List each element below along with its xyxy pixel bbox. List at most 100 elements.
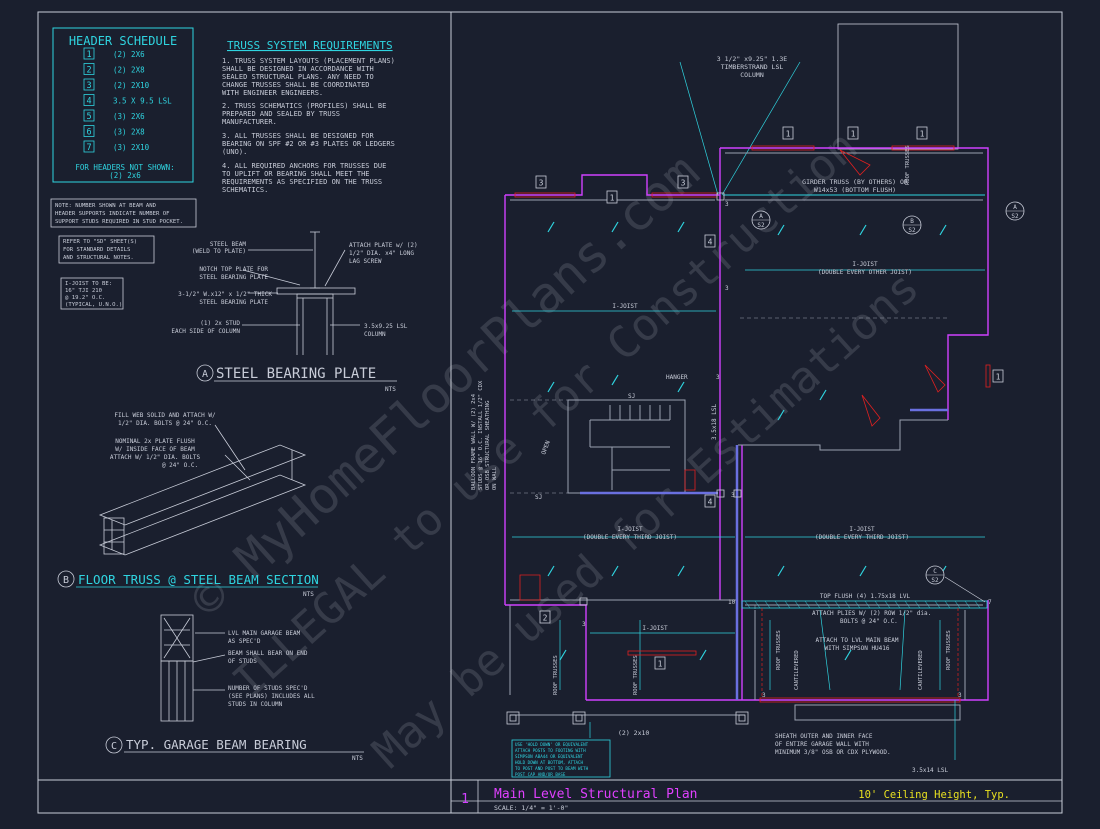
attach-lvl: WITH SIMPSON HU416 xyxy=(824,645,889,652)
sheath-note: OF ENTIRE GARAGE WALL WITH xyxy=(775,741,869,748)
refer-box: REFER TO "SD" SHEET(S) FOR STANDARD DETA… xyxy=(58,235,155,264)
svg-text:1: 1 xyxy=(920,130,925,139)
sheet-border xyxy=(37,11,1063,814)
attach-plies: ATTACH PLIES W/ (2) ROW 1/2" dia. xyxy=(812,610,931,617)
column-note: TIMBERSTRAND LSL xyxy=(721,63,784,71)
label: ATTACH W/ 1/2" DIA. BOLTS xyxy=(110,454,201,461)
header-tag: 3 xyxy=(677,175,689,189)
detail-a-title: A STEEL BEARING PLATE NTS xyxy=(196,364,397,393)
ijoist-line: @ 19.2" O.C. xyxy=(65,295,105,301)
detail-c-letter: C xyxy=(111,741,117,752)
header-spec: (2) 2X6 xyxy=(113,50,145,59)
sj-label: SJ xyxy=(628,393,635,400)
column-note: COLUMN xyxy=(740,71,764,79)
ijoist-label: I-JOIST xyxy=(642,625,668,632)
truss-line: REQUIREMENTS AS SPECIFIED ON THE TRUSS xyxy=(222,178,382,186)
label: LVL MAIN GARAGE BEAM xyxy=(228,630,301,637)
svg-text:A: A xyxy=(759,213,763,220)
section-marker: B S2 xyxy=(902,215,922,235)
label: AS SPEC'D xyxy=(228,638,261,645)
num: 10 xyxy=(728,599,736,606)
header-schedule-footer-1: FOR HEADERS NOT SHOWN: xyxy=(75,163,174,172)
truss-line: 2. TRUSS SCHEMATICS (PROFILES) SHALL BE xyxy=(222,102,386,110)
truss-line: PREPARED AND SEALED BY TRUSS xyxy=(222,110,340,118)
header-num: 3 xyxy=(86,81,91,91)
detail-b-title: B FLOOR TRUSS @ STEEL BEAM SECTION NTS xyxy=(57,570,319,598)
balloon-note: STUDS @ 16" O.C. INSTALL 1/2" CDX xyxy=(478,380,484,490)
two-2x10-label: (2) 2x10 xyxy=(618,729,649,737)
ijoist-label: (DOUBLE EVERY THIRD JOIST) xyxy=(583,534,677,541)
hold-down-line: ATTACH POSTS TO FOOTING WITH xyxy=(515,748,586,753)
hold-down-line: USE 'HOLD DOWN' OR EQUIVALENT xyxy=(515,742,589,747)
hold-down-line: TO POST AND POST TO BEAM WITH xyxy=(515,766,589,771)
header-tag: 1 xyxy=(654,656,666,670)
note-line: SUPPORT STUDS REQUIRED IN STUD POCKET. xyxy=(55,219,183,225)
upper-bump-out xyxy=(837,23,959,150)
roof-trusses-label: ROOF TRUSSES xyxy=(633,655,639,695)
ijoist-label: (DOUBLE EVERY THIRD JOIST) xyxy=(815,534,909,541)
roof-trusses-label: ROOF TRUSSES xyxy=(905,145,911,185)
note-line: HEADER SUPPORTS INDICATE NUMBER OF xyxy=(55,211,170,217)
floor-plan xyxy=(504,23,991,760)
ijoist-line: I-JOIST TO BE: xyxy=(65,281,112,287)
num: 3 xyxy=(582,621,586,628)
hold-down-line: POST CAP AND/OR BASE xyxy=(515,772,566,777)
svg-text:C: C xyxy=(933,568,937,575)
label: 1/2" DIA. BOLTS @ 24" O.C. xyxy=(118,420,212,427)
header-schedule-title: HEADER SCHEDULE xyxy=(69,34,177,48)
header-schedule-frame xyxy=(52,27,194,183)
svg-text:3: 3 xyxy=(539,179,544,188)
header-tag: 1 xyxy=(992,369,1004,383)
header-schedule-row: 3(2) 2X10 xyxy=(83,78,150,91)
num: 3 xyxy=(725,201,729,208)
lsl-vertical: 3.5x18 LSL xyxy=(711,403,718,440)
ijoist-line: (TYPICAL, U.N.O.) xyxy=(65,302,122,308)
header-schedule-row: 2(2) 2X8 xyxy=(83,63,145,76)
svg-text:S2: S2 xyxy=(908,227,916,234)
top-flush-beam xyxy=(741,600,988,609)
num: 3 xyxy=(958,692,962,699)
truss-line: CHANGE TRUSSES SHALL BE COORDINATED xyxy=(222,81,370,89)
header-num: 7 xyxy=(86,143,91,153)
truss-line: TO UPLIFT OR BEARING SHALL MEET THE xyxy=(222,170,370,178)
balloon-note: OR OSB STRUCTURAL SHEATHING xyxy=(485,401,491,490)
attach-lvl: ATTACH TO LVL MAIN BEAM xyxy=(815,637,898,644)
note-box: NOTE: NUMBER SHOWN AT BEAM AND HEADER SU… xyxy=(50,198,197,228)
attach-plies: BOLTS @ 24" O.C. xyxy=(840,618,898,625)
header-spec: 3.5 X 9.5 LSL xyxy=(113,97,172,106)
ijoist-label: I-JOIST xyxy=(617,526,643,533)
ijoist-box: I-JOIST TO BE: 16" TJI 210 @ 19.2" O.C. … xyxy=(60,277,124,310)
label: (WELD TO PLATE) xyxy=(192,248,246,255)
label: STEEL BEARING PLATE xyxy=(199,274,268,281)
detail-c-garage-beam xyxy=(160,614,226,722)
roof-trusses-label: ROOF TRUSSES xyxy=(946,630,952,670)
detail-c-title: C TYP. GARAGE BEAM BEARING NTS xyxy=(105,736,364,762)
hold-down-line: HOLD DOWN AT BOTTOM, ATTACH xyxy=(515,760,584,765)
detail-a-title-text: STEEL BEARING PLATE xyxy=(216,366,376,382)
refer-line: REFER TO "SD" SHEET(S) xyxy=(63,239,137,245)
header-tag: 3 xyxy=(535,175,547,189)
column-note: 3 1/2" x9.25" 1.3E xyxy=(717,55,788,63)
detail-b-scale: NTS xyxy=(303,591,314,598)
truss-line: (UNO). xyxy=(222,148,247,156)
section-marker: AS2 xyxy=(1005,201,1025,221)
title-block: 1 Main Level Structural Plan SCALE: 1/4"… xyxy=(461,787,1010,812)
detail-a-scale: NTS xyxy=(385,386,396,393)
label: NOTCH TOP PLATE FOR xyxy=(199,266,268,273)
hold-down-line: SIMPSON ABA44 OR EQUIVALENT xyxy=(515,754,584,759)
svg-text:B: B xyxy=(910,218,914,225)
roof-trusses-label: ROOF TRUSSES xyxy=(553,655,559,695)
balloon-note: ON WALL xyxy=(492,466,498,490)
num: 7 xyxy=(988,599,992,606)
detail-a-labels: STEEL BEAM (WELD TO PLATE) NOTCH TOP PLA… xyxy=(171,241,417,338)
balloon-note: BALLOON FRAME WALL W/ (2) 2x4 xyxy=(471,393,477,490)
label: NOMINAL 2x PLATE FLUSH xyxy=(115,438,195,445)
ijoist-label: I-JOIST xyxy=(612,303,638,310)
truss-line: WITH ENGINEER ENGINEERS. xyxy=(222,89,323,97)
num: 3 xyxy=(762,692,766,699)
label: 3.5x9.25 LSL xyxy=(364,323,408,330)
girder-note: W14x53 (BOTTOM FLUSH) xyxy=(814,186,896,194)
label: STUDS IN COLUMN xyxy=(228,701,283,708)
